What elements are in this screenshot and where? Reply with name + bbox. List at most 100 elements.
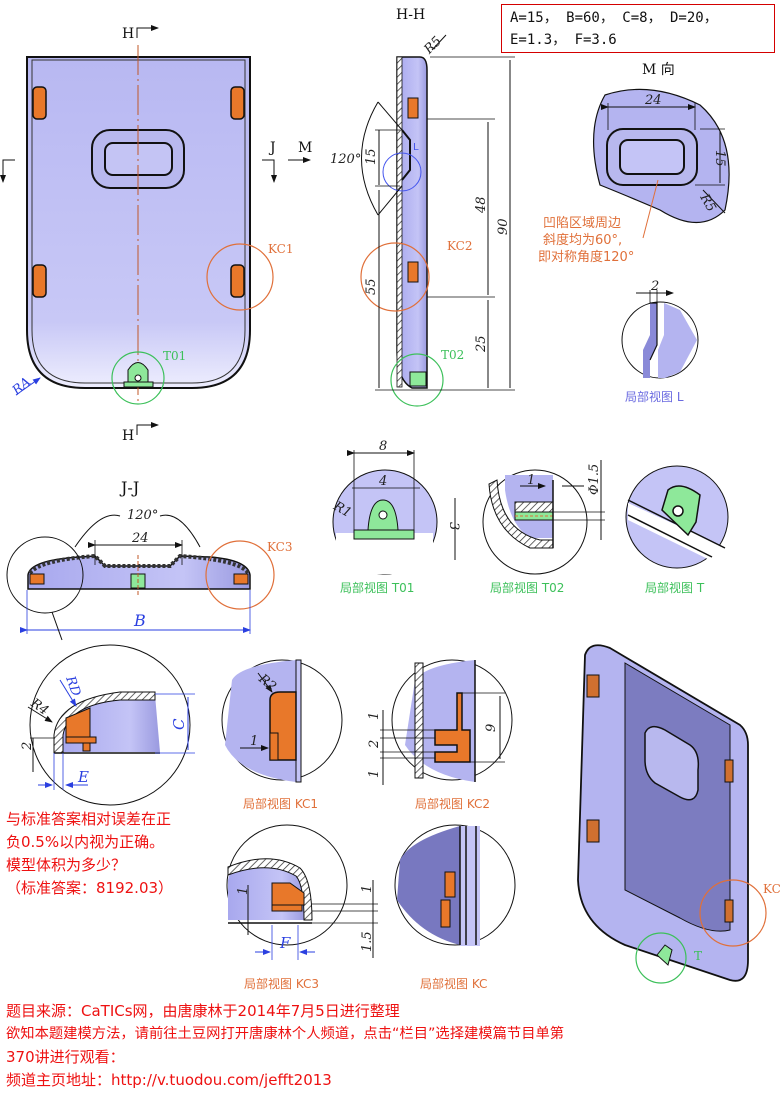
m-view-title: M 向 <box>642 62 675 78</box>
jj-callout-kc3: KC3 <box>267 540 292 554</box>
hh-dim-90: 90 <box>496 218 511 235</box>
detail-t02 <box>482 460 605 575</box>
kc3-f: F <box>279 934 291 952</box>
detail-kc <box>394 824 516 946</box>
m-note-line2: 斜度均为60°, <box>543 232 622 248</box>
edge-dim-2: 2 <box>20 742 35 751</box>
view-m <box>593 88 730 239</box>
question-line-4: （标准答案：8192.03） <box>6 879 174 897</box>
kc2-dim-9: 9 <box>484 724 499 732</box>
kc3-dim-1a: 1 <box>236 887 251 895</box>
hh-callout-kc2: KC2 <box>447 239 472 253</box>
edge-rd: RD <box>62 673 84 699</box>
detail-kc3 <box>226 824 378 960</box>
hh-dim-48: 48 <box>474 196 489 214</box>
footer-url-line[interactable]: 频道主页地址：http://v.tuodou.com/jefft2013 <box>6 1071 332 1089</box>
footer-text: 题目来源：CaTICs网，由唐康林于2014年7月5日进行整理 欲知本题建模方法… <box>6 1000 780 1092</box>
section-hh <box>360 34 515 407</box>
section-jj <box>6 514 275 641</box>
detail-l <box>621 290 699 379</box>
clip-br <box>230 264 245 298</box>
front-view <box>0 25 311 435</box>
kc3-dim-15: 1.5 <box>360 931 375 952</box>
clip-tr <box>230 86 245 120</box>
kc-caption: 局部视图 KC <box>420 976 487 991</box>
m-note-line1: 凹陷区域周边 <box>543 216 621 231</box>
edge-c: C <box>170 718 188 730</box>
t02-dim-1: 1 <box>527 473 535 488</box>
detail-t <box>625 465 729 569</box>
callout-circle-kc <box>699 879 767 947</box>
callout-circle-jj-left <box>6 536 84 614</box>
hh-clip-bottom <box>407 261 419 283</box>
kc2-dim-1b: 1 <box>367 770 382 778</box>
footer-line-3: 370讲进行观看： <box>6 1048 125 1066</box>
section-label-j-right: J <box>268 140 276 156</box>
kc2-dim-2: 2 <box>367 740 382 749</box>
callout-label-t01: T01 <box>163 349 186 363</box>
question-line-1: 与标准答案相对误差在正 <box>6 810 172 828</box>
kc3-dim-1b: 1 <box>360 885 375 893</box>
edge-e: E <box>77 768 89 786</box>
hh-angle: 120° <box>330 152 361 167</box>
kc1-dim-1: 1 <box>250 734 258 749</box>
detail-t01 <box>332 450 456 575</box>
callout-circle-t <box>635 932 687 984</box>
jj-title: J-J <box>119 478 139 497</box>
t01-caption: 局部视图 T01 <box>340 580 414 595</box>
kc2-caption: 局部视图 KC2 <box>415 796 490 811</box>
t01-dim-4: 4 <box>378 474 387 489</box>
t02-diameter: Φ1.5 <box>587 464 602 495</box>
callout-circle-t01 <box>111 351 165 405</box>
question-line-2: 负0.5%以内视为正确。 <box>6 833 165 851</box>
kc3-caption: 局部视图 KC3 <box>244 976 319 991</box>
jj-width: 24 <box>131 531 149 546</box>
footer-line-2: 欲知本题建模方法，请前往土豆网打开唐康林个人频道，点击“栏目”选择建模篇节目单第 <box>6 1026 565 1042</box>
section-label-h-bottom: H <box>122 428 134 444</box>
iso-callout-t: T <box>694 949 702 963</box>
detail-kc1 <box>221 659 343 783</box>
detail-kc2 <box>380 659 513 785</box>
parameter-box: A=15， B=60， C=8， D=20， E=1.3， F=3.6 <box>501 4 775 53</box>
callout-circle-kc3 <box>205 540 275 610</box>
jj-angle: 120° <box>127 508 158 523</box>
footer-line-1: 题目来源：CaTICs网，由唐康林于2014年7月5日进行整理 <box>6 1002 400 1020</box>
t-caption: 局部视图 T <box>645 580 705 595</box>
parameter-line-1: A=15， B=60， C=8， D=20， <box>510 10 718 26</box>
hh-callout-t02: T02 <box>441 348 464 362</box>
t01-dim-8: 8 <box>379 439 387 454</box>
callout-circle-kc1 <box>206 243 274 311</box>
callout-circle-l <box>382 152 422 192</box>
parameter-line-2: E=1.3， F=3.6 <box>510 32 617 48</box>
t02-caption: 局部视图 T02 <box>490 580 564 595</box>
question-text: 与标准答案相对误差在正 负0.5%以内视为正确。 模型体积为多少？ （标准答案：… <box>6 808 231 900</box>
radius-label-ra: RA <box>9 375 34 399</box>
hh-dim-15: 15 <box>364 148 379 165</box>
view-label-m: M <box>298 140 312 156</box>
kc1-caption: 局部视图 KC1 <box>243 796 318 811</box>
clip-tl <box>32 86 47 120</box>
jj-overall-b: B <box>133 611 146 630</box>
clip-bl <box>32 264 47 298</box>
detail-l-dim: 2 <box>650 279 659 294</box>
iso-callout-kc: KC <box>763 882 780 896</box>
hh-title: H-H <box>396 7 425 23</box>
m-view-width: 24 <box>644 93 662 108</box>
hh-callout-l: L <box>413 142 419 153</box>
callout-circle-kc2 <box>360 242 430 312</box>
kc2-dim-1a: 1 <box>367 712 382 720</box>
callout-circle-t02 <box>390 353 444 407</box>
hh-radius: R5 <box>421 34 445 58</box>
hh-clip-top <box>407 97 419 119</box>
m-view-height: 15 <box>712 150 727 167</box>
t01-dim-3: 3 <box>446 522 461 530</box>
section-label-h-top: H <box>122 26 134 42</box>
m-note-line3: 即对称角度120° <box>538 249 634 265</box>
detail-l-caption: 局部视图 L <box>625 389 684 404</box>
detail-edge <box>27 644 195 806</box>
hh-dim-25: 25 <box>474 335 489 353</box>
question-line-3: 模型体积为多少？ <box>6 856 127 874</box>
iso-view <box>577 644 767 984</box>
callout-label-kc1: KC1 <box>268 242 293 256</box>
